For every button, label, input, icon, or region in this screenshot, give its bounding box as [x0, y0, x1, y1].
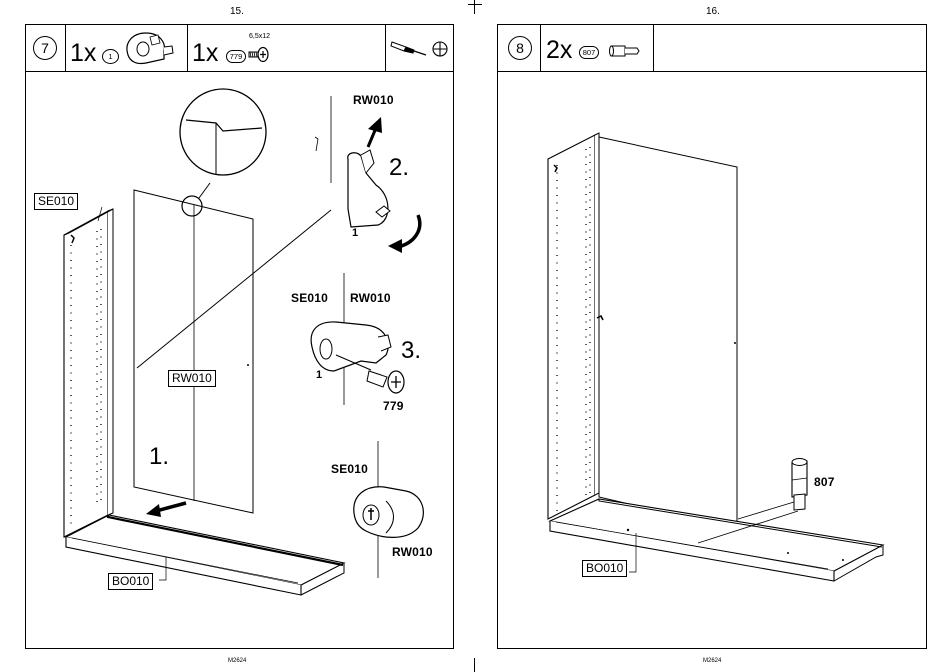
side-panel-se010	[548, 133, 599, 519]
footer-code: M2624	[703, 658, 721, 664]
label-rw010-detail-4: RW010	[392, 545, 433, 559]
step-frame: 7 1x 1 1x 779 6,5x12	[25, 24, 454, 649]
substep-2: 2.	[389, 154, 409, 182]
bracket-detail-4	[354, 487, 424, 538]
side-panel-se010	[64, 209, 113, 537]
crop-mark	[468, 4, 482, 5]
page-number: 15.	[230, 6, 244, 17]
label-rw010-detail-3: RW010	[350, 291, 391, 305]
label-se010-detail-3: SE010	[291, 291, 328, 305]
footer-code: M2624	[228, 658, 246, 664]
label-807: 807	[814, 475, 835, 489]
step-frame: 8 2x 807	[497, 24, 927, 649]
substep-3: 3.	[401, 337, 421, 365]
assembly-drawing	[26, 25, 455, 650]
assembly-drawing	[498, 25, 928, 650]
label-se010: SE010	[34, 193, 78, 210]
crop-mark	[474, 0, 475, 14]
slide-arrow-icon	[146, 503, 186, 517]
page-number: 16.	[706, 6, 720, 17]
label-rw010: RW010	[168, 370, 216, 387]
label-bo010: BO010	[108, 573, 153, 590]
rear-panel-rw010	[597, 137, 737, 529]
label-779: 779	[383, 399, 404, 413]
label-rw010-detail-2: RW010	[353, 93, 394, 107]
label-part-1-detail-3: 1	[316, 369, 322, 381]
label-part-1-detail-2: 1	[352, 227, 358, 239]
screw-detail-779	[367, 371, 404, 393]
bracket-detail-2	[348, 117, 420, 253]
bracket-detail-3	[311, 322, 391, 371]
crop-mark	[474, 658, 475, 672]
label-se010-detail-4: SE010	[331, 462, 368, 476]
magnifier-detail	[180, 89, 266, 216]
label-bo010: BO010	[582, 560, 627, 577]
substep-1: 1.	[149, 443, 169, 471]
